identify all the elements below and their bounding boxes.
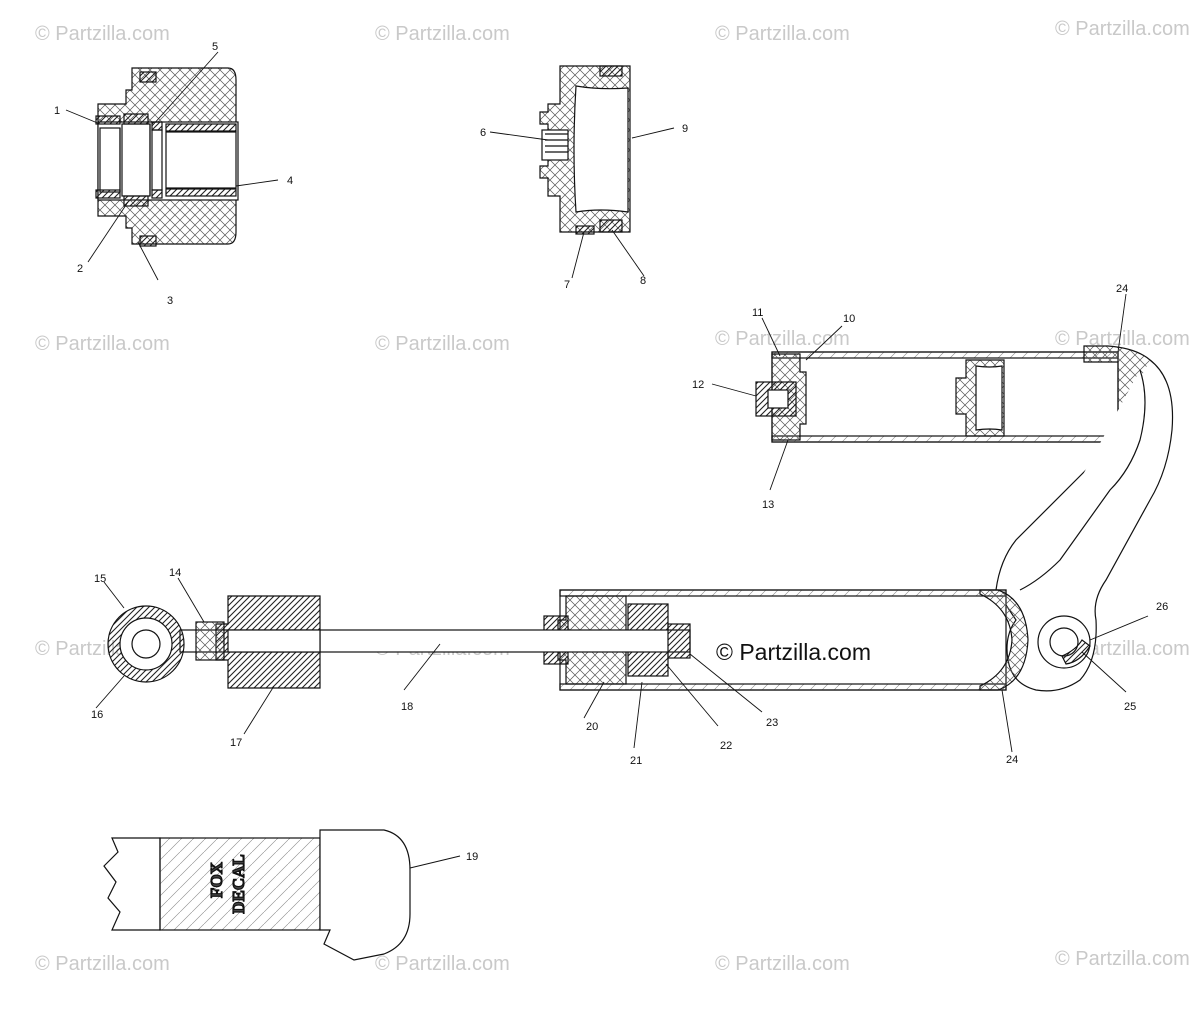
callout-4: 4 (287, 175, 293, 187)
watermark-row-bottom: © Partzilla.com © Partzilla.com © Partzi… (35, 948, 1190, 975)
watermark: © Partzilla.com (1055, 328, 1190, 350)
callout-14: 14 (169, 567, 181, 579)
reservoir-assembly (755, 345, 1165, 457)
watermark: © Partzilla.com (715, 23, 850, 45)
decal-text-fox: FOX (207, 861, 226, 898)
callout-24-bottom: 24 (1006, 754, 1018, 766)
callout-15: 15 (94, 573, 106, 585)
callout-2: 2 (77, 263, 83, 275)
callout-18: 18 (401, 701, 413, 713)
callout-21: 21 (630, 755, 642, 767)
callout-17: 17 (230, 737, 242, 749)
callout-13: 13 (762, 499, 774, 511)
watermark: © Partzilla.com (375, 23, 510, 45)
watermark: © Partzilla.com (1055, 948, 1190, 970)
watermark: © Partzilla.com (35, 23, 170, 45)
watermark-row-top: © Partzilla.com © Partzilla.com © Partzi… (35, 18, 1190, 45)
seal-head-section (95, 67, 239, 247)
callout-10: 10 (843, 313, 855, 325)
leader-lines (65, 51, 1149, 869)
fox-decal-sleeve: FOX DECAL (103, 829, 411, 961)
callout-labels: 1 2 3 4 5 6 7 8 9 10 11 12 13 14 15 16 1… (54, 41, 1168, 863)
callout-9: 9 (682, 123, 688, 135)
callout-19: 19 (466, 851, 478, 863)
watermark: © Partzilla.com (375, 333, 510, 355)
watermark: © Partzilla.com (35, 953, 170, 975)
watermark: © Partzilla.com (1055, 18, 1190, 40)
watermark-main: © Partzilla.com (716, 639, 871, 665)
decal-text-decal: DECAL (229, 854, 248, 914)
callout-20: 20 (586, 721, 598, 733)
callout-6: 6 (480, 127, 486, 139)
shaft-and-eyelet (107, 595, 691, 689)
callout-16: 16 (91, 709, 103, 721)
watermark: © Partzilla.com (715, 328, 850, 350)
callout-26: 26 (1156, 601, 1168, 613)
watermark: © Partzilla.com (35, 333, 170, 355)
callout-7: 7 (564, 279, 570, 291)
callout-5: 5 (212, 41, 218, 53)
shock-link-arm (995, 359, 1174, 692)
callout-22: 22 (720, 740, 732, 752)
callout-25: 25 (1124, 701, 1136, 713)
reservoir-piston-section (539, 65, 631, 235)
watermark-row-mid: © Partzilla.com © Partzilla.com © Partzi… (35, 328, 1190, 355)
callout-3: 3 (167, 295, 173, 307)
callout-11: 11 (752, 307, 763, 319)
watermark: © Partzilla.com (715, 953, 850, 975)
callout-12: 12 (692, 379, 704, 391)
callout-1: 1 (54, 105, 60, 117)
callout-24-top: 24 (1116, 283, 1128, 295)
callout-8: 8 (640, 275, 646, 287)
watermark: © Partzilla.com (375, 953, 510, 975)
callout-23: 23 (766, 717, 778, 729)
